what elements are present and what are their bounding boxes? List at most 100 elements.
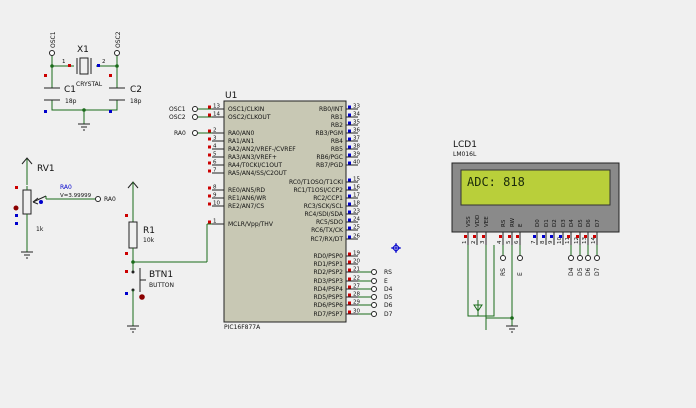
osc1-terminal[interactable] [49,50,55,56]
probe-value: V=3.99999 [60,193,92,199]
lcd-pin-name: D7 [595,219,601,227]
pin-state-marker [559,235,562,238]
mcu-pin-number: 27 [353,284,360,290]
mcu-pin-number: 5 [213,152,217,158]
mcu-pin-number: 37 [353,136,360,142]
net-terminal[interactable] [371,278,377,284]
pin-state-marker [464,235,467,238]
resistor-r1[interactable] [125,214,138,255]
mcu-pin-name: RD0/PSP0 [314,253,344,260]
mcu-pin-number: 25 [353,225,360,231]
lcd-pin-number: 14 [591,237,597,244]
pin-state-marker [473,235,476,238]
pin-state-marker [348,210,351,214]
pin-state-marker [208,194,211,198]
lcd-screen [460,169,611,206]
pin-state-marker [567,235,570,238]
mcu-pin-number: 33 [353,104,360,110]
pin-state-marker [208,169,211,173]
net-terminal-label: E [517,272,524,276]
net-terminal[interactable] [594,255,600,261]
pin-state-marker [348,235,351,239]
mcu-pin-name: RD6/PSP6 [314,302,344,309]
mcu-pin-number: 36 [353,128,360,134]
mcu-pin-number: 39 [353,152,360,158]
pin-state-marker [533,235,536,238]
net-terminal[interactable] [585,255,591,261]
pin-state-marker [348,202,351,206]
pin-state-marker [208,153,211,157]
mcu-pin-name: RC7/RX/DT [311,236,344,243]
pin-state-marker [348,145,351,149]
rv1-value: 1k [36,226,44,233]
button-btn1[interactable] [125,262,146,300]
pin-state-marker [499,235,502,238]
mcu-pin-name: RC0/T1OSO/T1CKI [289,179,343,186]
lcd-pin-name: VEE [484,216,490,227]
lcd-pin-name: D0 [535,219,541,227]
terminal-osc2[interactable] [192,114,198,120]
net-terminal[interactable] [371,311,377,317]
c1-value: 18p [65,98,77,105]
net-terminal-label: D5 [577,267,584,276]
lcd-pin-number: 13 [582,237,588,244]
mcu-pin-number: 21 [353,267,360,273]
pin-state-marker [348,252,351,256]
pot-ra0-terminal[interactable] [95,196,101,202]
net-terminal[interactable] [500,255,506,261]
mcu-pin-number: 29 [353,300,360,306]
mcu-pin-name: RB6/PGC [316,154,343,161]
lcd-pin-name: D6 [586,219,592,227]
pin-state-marker [348,113,351,117]
terminal-osc1[interactable] [192,106,198,112]
lcd-lcd1[interactable]: LCD1 LM016L ADC: 818 VSS1VDD2VEE3RS4RW5E… [451,140,620,245]
mcu-pin-name: RC4/SDI/SDA [304,211,343,218]
capacitor-c2[interactable] [109,74,125,113]
pin-state-marker [208,113,211,117]
pin-state-marker [348,226,351,230]
net-terminal[interactable] [371,294,377,300]
pin-state-marker [482,235,485,238]
net-terminal[interactable] [371,302,377,308]
net-terminal[interactable] [517,255,523,261]
terminal-ra0[interactable] [192,130,198,136]
mcu-pin-name: RB4 [331,138,343,145]
c1-ref: C1 [64,85,76,95]
potentiometer-section: RV1 RA0 RA0 V=3.99999 1k [13,157,116,259]
net-terminal-label: D6 [585,267,592,276]
mcu-pin-number: 18 [353,201,360,207]
osc2-terminal[interactable] [114,50,120,56]
lcd-pin-name: VDD [475,215,481,227]
crystal-x1[interactable] [68,57,100,75]
net-terminal[interactable] [371,269,377,275]
capacitor-c1[interactable] [44,74,60,113]
lcd-pin-name: RW [510,217,516,227]
pin-state-marker [348,310,351,314]
net-terminal[interactable] [371,286,377,292]
lcd-pin-number: 3 [480,240,486,244]
net-terminal-label: D4 [568,267,575,276]
pin-state-marker [348,153,351,157]
mcu-pin-name: RD7/PSP7 [314,311,344,318]
mcu-pin-name: RC2/CCP1 [313,195,343,202]
reset-section: R1 10k BTN1 BUTTON [125,181,212,333]
pin-state-marker [348,293,351,297]
pot-rv1[interactable] [13,186,47,217]
pin-state-marker [542,235,545,238]
net-terminal[interactable] [577,255,583,261]
pin-state-marker [208,220,211,224]
pin-state-marker [550,235,553,238]
btn1-value: BUTTON [149,282,174,289]
net-terminal[interactable] [568,255,574,261]
mcu-ref: U1 [225,91,237,101]
pin-state-marker [348,186,351,190]
mcu-pin-name: RA5/AN4/SS/C2OUT [228,170,287,177]
mcu-pin-name: RA4/T0CKI/C1OUT [228,162,282,169]
lcd-pin-number: 4 [497,240,503,244]
mcu-pin-number: 16 [353,185,360,191]
mcu-pin-number: 24 [353,217,360,223]
pin-state-marker [348,260,351,264]
